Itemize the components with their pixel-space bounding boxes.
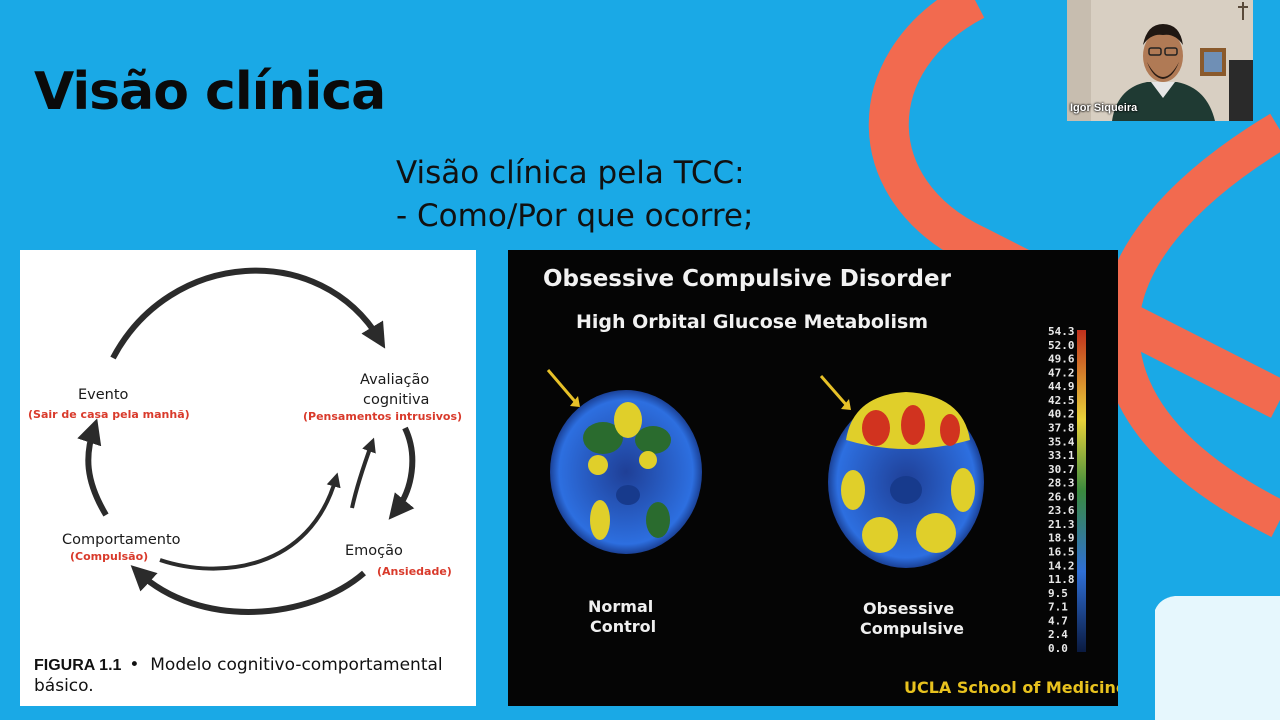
subtitle-line-2: - Como/Por que ocorre; bbox=[396, 198, 754, 234]
pet-title: Obsessive Compulsive Disorder bbox=[543, 266, 952, 292]
scale-label: 42.5 bbox=[1048, 394, 1075, 407]
color-scale-labels: 54.352.049.647.244.942.540.237.835.433.1… bbox=[1048, 325, 1075, 655]
scale-label: 37.8 bbox=[1048, 421, 1075, 434]
ucla-credit: UCLA School of Medicine bbox=[904, 678, 1118, 697]
scale-label: 47.2 bbox=[1048, 366, 1075, 379]
scale-label: 9.5 bbox=[1048, 587, 1068, 600]
arrow-comportamento-to-avaliacao bbox=[159, 472, 341, 571]
arrow-emocao-to-comportamento bbox=[130, 565, 366, 615]
slide-subtitle: Visão clínica pela TCC: - Como/Por que o… bbox=[396, 152, 753, 238]
scale-label: 26.0 bbox=[1048, 490, 1075, 503]
arrow-avaliacao-to-emocao bbox=[388, 426, 416, 520]
scale-label: 23.6 bbox=[1048, 504, 1075, 517]
scale-label: 7.1 bbox=[1048, 601, 1068, 614]
cycle-diagram: Evento (Sair de casa pela manhã) Avaliaç… bbox=[28, 267, 462, 615]
node-avaliacao-label-2: cognitiva bbox=[363, 392, 429, 408]
brain-obsessive-compulsive bbox=[819, 375, 984, 568]
scale-label: 33.1 bbox=[1048, 449, 1075, 462]
webcam-participant-name: Igor Siqueira bbox=[1070, 102, 1138, 114]
slide-title: Visão clínica bbox=[34, 62, 386, 122]
scale-label: 21.3 bbox=[1048, 518, 1075, 531]
color-scale-bar bbox=[1077, 330, 1086, 652]
scale-label: 44.9 bbox=[1048, 380, 1075, 393]
node-emocao-sub: (Ansiedade) bbox=[377, 565, 452, 578]
arrow-emocao-to-avaliacao bbox=[350, 437, 376, 509]
pet-subtitle: High Orbital Glucose Metabolism bbox=[576, 311, 928, 333]
caption-separator: • bbox=[129, 655, 140, 675]
node-evento-sub: (Sair de casa pela manhã) bbox=[28, 408, 190, 421]
scale-label: 4.7 bbox=[1048, 614, 1068, 627]
scale-label: 0.0 bbox=[1048, 642, 1068, 655]
node-emocao-label: Emoção bbox=[345, 543, 403, 559]
scale-label: 2.4 bbox=[1048, 628, 1068, 641]
scale-label: 54.3 bbox=[1048, 325, 1075, 338]
node-avaliacao-label-1: Avaliação bbox=[360, 372, 429, 388]
figure-number: FIGURA 1.1 bbox=[34, 657, 122, 674]
node-comportamento-label: Comportamento bbox=[62, 532, 181, 548]
figure-caption: FIGURA 1.1 • Modelo cognitivo-comportamen… bbox=[34, 655, 474, 697]
caption-text: Modelo cognitivo-comportamental básico. bbox=[34, 655, 443, 696]
brain-normal-label-2: Control bbox=[590, 617, 656, 636]
scale-label: 14.2 bbox=[1048, 559, 1075, 572]
scale-label: 35.4 bbox=[1048, 435, 1075, 448]
scale-label: 18.9 bbox=[1048, 532, 1075, 545]
webcam-video bbox=[1067, 0, 1253, 121]
cognitive-model-figure: Evento (Sair de casa pela manhã) Avaliaç… bbox=[20, 250, 476, 706]
node-avaliacao-sub: (Pensamentos intrusivos) bbox=[303, 410, 462, 423]
webcam-tile[interactable]: Igor Siqueira bbox=[1067, 0, 1253, 121]
subtitle-line-1: Visão clínica pela TCC: bbox=[396, 155, 745, 191]
brain-normal-control bbox=[546, 369, 702, 554]
pet-scan-figure: Obsessive Compulsive Disorder High Orbit… bbox=[543, 266, 1118, 697]
node-evento-label: Evento bbox=[78, 387, 129, 403]
scale-label: 49.6 bbox=[1048, 353, 1075, 366]
scale-label: 52.0 bbox=[1048, 339, 1075, 352]
pet-scan-image: Obsessive Compulsive Disorder High Orbit… bbox=[508, 250, 1118, 706]
arrow-comportamento-to-evento bbox=[77, 418, 109, 517]
node-comportamento-sub: (Compulsão) bbox=[70, 550, 148, 563]
scale-label: 40.2 bbox=[1048, 408, 1075, 421]
brain-ocd-label-2: Compulsive bbox=[860, 619, 964, 638]
scale-label: 30.7 bbox=[1048, 463, 1075, 476]
scale-label: 16.5 bbox=[1048, 546, 1075, 559]
arrow-evento-to-avaliacao bbox=[110, 267, 386, 360]
brain-ocd-label-1: Obsessive bbox=[863, 599, 954, 618]
scale-label: 11.8 bbox=[1048, 573, 1075, 586]
scale-label: 28.3 bbox=[1048, 477, 1075, 490]
brain-normal-label-1: Normal bbox=[588, 597, 653, 616]
